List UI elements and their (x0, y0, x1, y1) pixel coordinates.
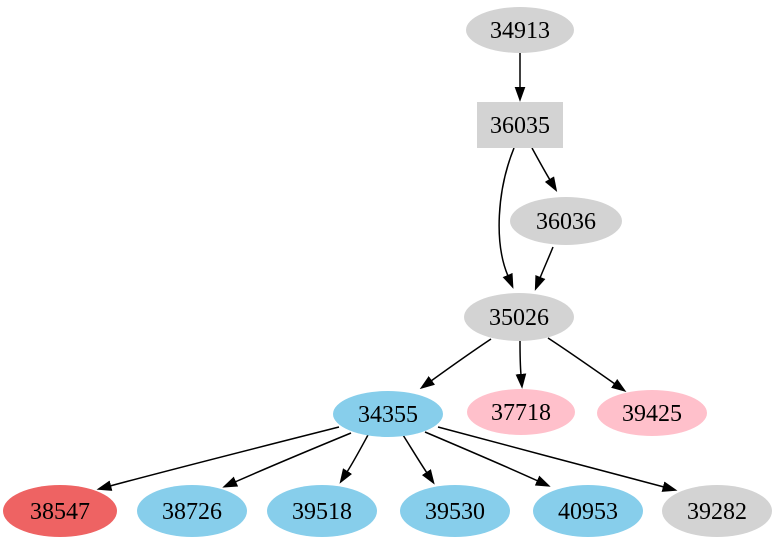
node-ellipse-shape (267, 485, 377, 537)
graph-node-39518: 39518 (267, 485, 377, 537)
graph-node-39282: 39282 (662, 485, 772, 537)
node-label: 38547 (30, 499, 90, 525)
graph-edge-34355-40953 (424, 431, 551, 487)
node-label: 36036 (536, 209, 596, 235)
graph-edge-36036-35026 (534, 246, 554, 291)
graph-edge-35026-34355 (419, 338, 492, 390)
graph-node-38726: 38726 (137, 485, 247, 537)
graph-node-36035: 36035 (477, 102, 563, 148)
graph-edge-34355-38547 (96, 426, 340, 491)
node-ellipse-shape (533, 485, 643, 537)
graph-edge-35026-37718 (515, 340, 527, 389)
nodes-layer: 34913 36035 36036 35026 34355 37718 39425 38547… (3, 7, 772, 537)
graph-node-39425: 39425 (597, 390, 707, 436)
node-label: 36035 (490, 113, 550, 139)
graph-node-34355: 34355 (333, 391, 443, 437)
node-label: 39282 (687, 499, 747, 525)
graph-node-34913: 34913 (466, 7, 574, 53)
graph-edge-34355-39530 (402, 434, 435, 485)
node-label: 35026 (489, 305, 549, 331)
graph-edge-34355-39282 (437, 426, 678, 492)
graph-edge-35026-39425 (547, 337, 627, 392)
node-ellipse-shape (662, 485, 772, 537)
node-box-shape (477, 102, 563, 148)
graph-node-39530: 39530 (400, 485, 510, 537)
edges-layer (96, 53, 678, 492)
node-label: 38726 (162, 499, 222, 525)
graph-node-37718: 37718 (467, 389, 575, 435)
graph-node-36036: 36036 (510, 197, 622, 245)
node-ellipse-shape (3, 485, 117, 537)
node-ellipse-shape (597, 390, 707, 436)
node-ellipse-shape (510, 197, 622, 245)
node-ellipse-shape (333, 391, 443, 437)
node-ellipse-shape (466, 7, 574, 53)
node-ellipse-shape (137, 485, 247, 537)
graph-edge-36035-35026 (498, 147, 515, 289)
graph-edge-36035-36036 (531, 147, 558, 192)
node-label: 39530 (425, 499, 485, 525)
node-label: 39518 (292, 499, 352, 525)
node-ellipse-shape (400, 485, 510, 537)
node-label: 37718 (491, 400, 551, 426)
node-label: 34913 (490, 18, 550, 44)
node-ellipse-shape (464, 293, 574, 341)
graph-node-38547: 38547 (3, 485, 117, 537)
graph-edge-34355-39518 (339, 434, 369, 484)
node-label: 40953 (558, 499, 618, 525)
graph-node-40953: 40953 (533, 485, 643, 537)
node-ellipse-shape (467, 389, 575, 435)
graph-node-35026: 35026 (464, 293, 574, 341)
node-label: 39425 (622, 401, 682, 427)
node-label: 34355 (358, 402, 418, 428)
graph-edge-34355-38726 (222, 432, 352, 488)
